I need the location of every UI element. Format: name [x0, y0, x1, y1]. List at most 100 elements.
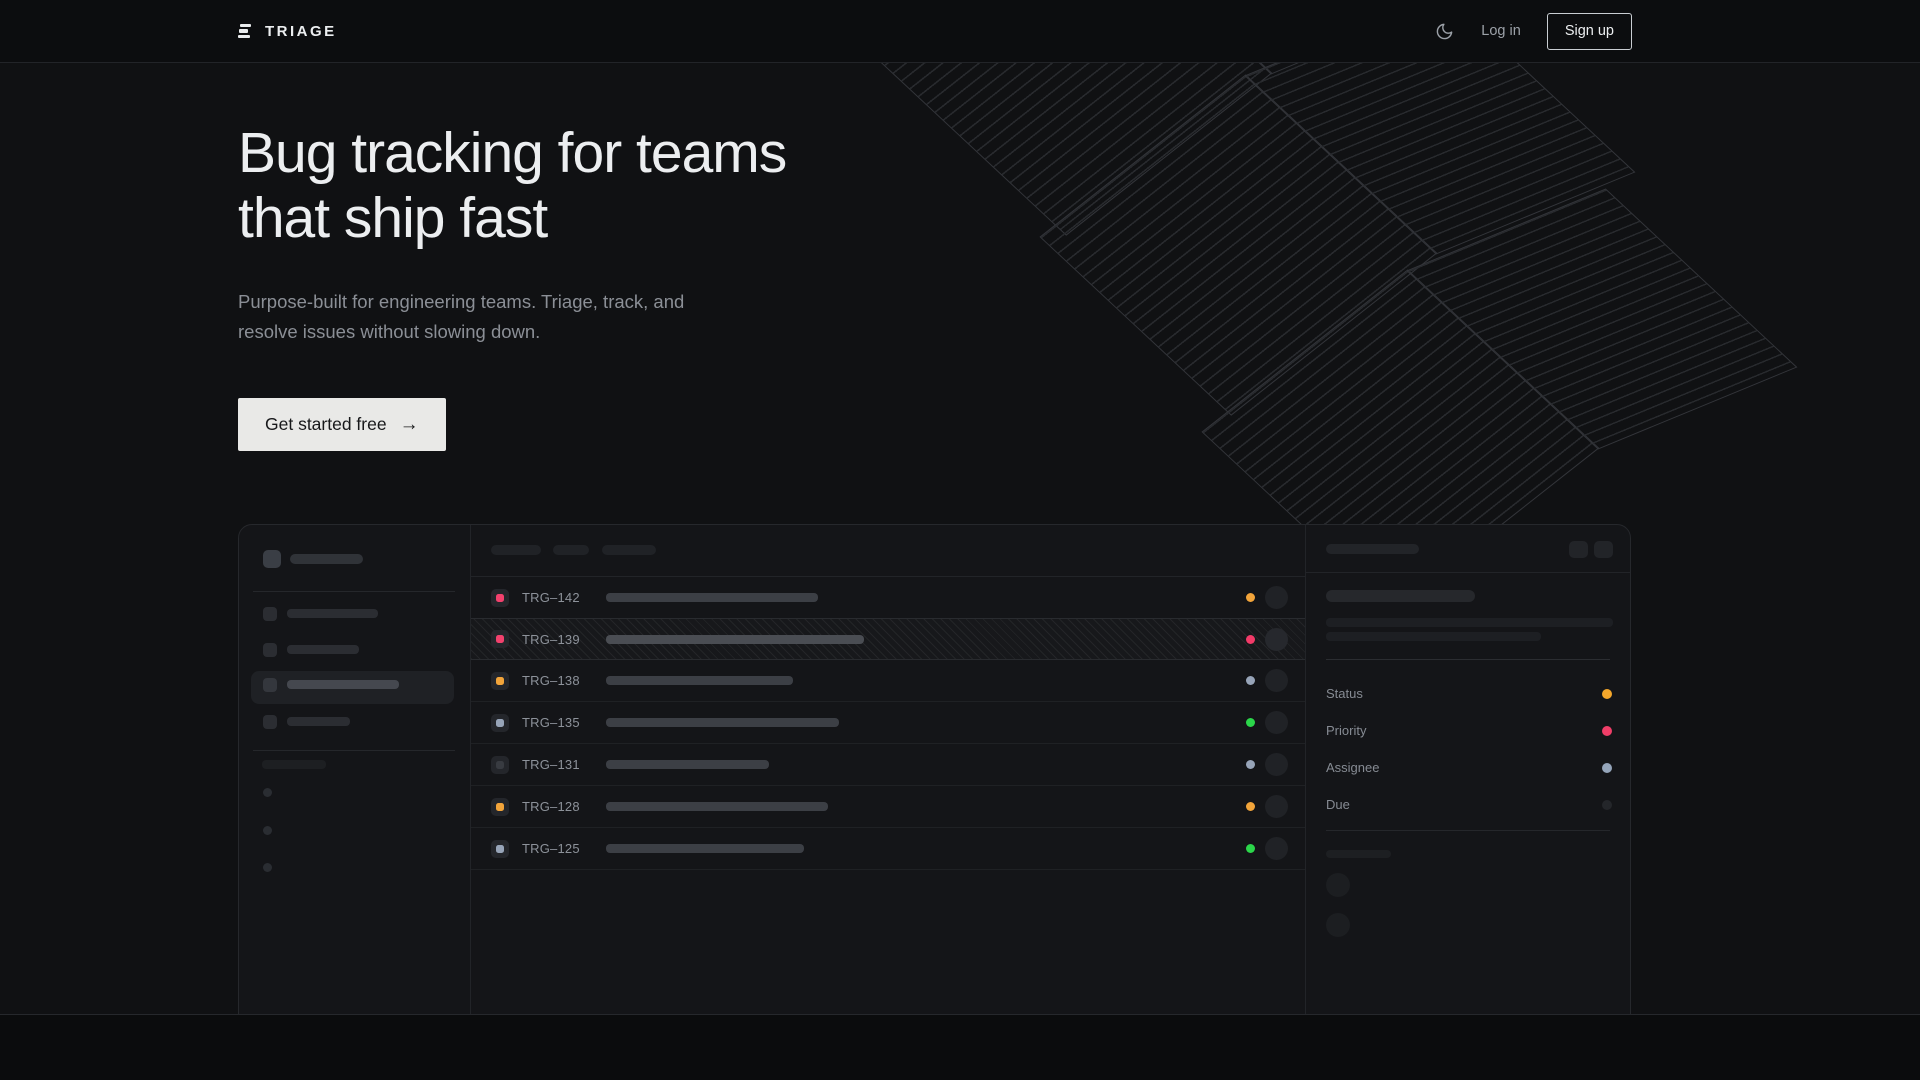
- detail-field-row: Due: [1326, 786, 1612, 823]
- workspace-name-skeleton: [290, 554, 363, 564]
- divider: [1306, 572, 1630, 573]
- hero-section: Bug tracking for teams that ship fast Pu…: [0, 63, 1920, 1014]
- issue-assignee-avatar: [1265, 753, 1288, 776]
- detail-field-value-dot: [1602, 799, 1612, 810]
- detail-field-row: Assignee: [1326, 749, 1612, 786]
- issue-description-skeleton: [1326, 632, 1541, 641]
- detail-field-label: Assignee: [1326, 760, 1380, 775]
- detail-action-button: [1569, 541, 1588, 558]
- detail-fields: Status Priority Assignee Due: [1326, 675, 1612, 823]
- issue-title-skeleton: [606, 676, 793, 685]
- sidebar-nav-skeleton: [287, 645, 359, 654]
- detail-field-row: Status: [1326, 675, 1612, 712]
- detail-field-label: Due: [1326, 797, 1350, 812]
- brand[interactable]: TRIAGE: [238, 23, 337, 40]
- detail-field-label: Status: [1326, 686, 1363, 701]
- issue-assignee-avatar: [1265, 669, 1288, 692]
- issue-list-header: [471, 525, 1305, 577]
- comment-avatar-placeholder: [1326, 913, 1350, 937]
- sidebar-section-label-skeleton: [262, 760, 326, 769]
- issue-id: TRG–142: [522, 590, 580, 605]
- issue-status-dot: [1246, 676, 1255, 685]
- detail-header-skeleton: [1326, 544, 1419, 554]
- divider: [253, 591, 455, 592]
- issue-title-skeleton: [606, 718, 839, 727]
- issue-status-dot: [1246, 844, 1255, 853]
- issue-status-dot: [1246, 718, 1255, 727]
- issue-row: TRG–142: [471, 577, 1305, 619]
- issue-list: TRG–142 TRG–139 TRG–138 TRG–135 TRG–131: [471, 577, 1305, 870]
- detail-field-value-dot: [1602, 688, 1612, 699]
- theme-toggle-button[interactable]: [1433, 20, 1455, 42]
- issue-assignee-avatar: [1265, 627, 1288, 651]
- hero-title-line1: Bug tracking for teams: [238, 121, 787, 185]
- header-nav: Log in Sign up: [1433, 12, 1632, 50]
- detail-field-label: Priority: [1326, 723, 1367, 738]
- workspace-avatar: [263, 550, 281, 568]
- app-mockup-card: TRG–142 TRG–139 TRG–138 TRG–135 TRG–131: [238, 524, 1631, 1014]
- issue-assignee-avatar: [1265, 795, 1288, 818]
- issue-assignee-avatar: [1265, 586, 1288, 609]
- issue-id: TRG–131: [522, 757, 580, 772]
- issue-description-skeleton: [1326, 618, 1613, 627]
- issue-type-icon: [491, 755, 509, 774]
- issue-row: TRG–138: [471, 660, 1305, 702]
- issue-row: TRG–125: [471, 828, 1305, 870]
- triage-bars-icon: [238, 23, 254, 39]
- detail-field-row: Priority: [1326, 712, 1612, 749]
- divider: [1326, 830, 1610, 831]
- issue-title-skeleton: [606, 593, 818, 602]
- brand-name: TRIAGE: [265, 22, 337, 40]
- detail-field-value-dot: [1602, 762, 1612, 773]
- hero-subtitle: Purpose-built for engineering teams. Tri…: [238, 291, 685, 342]
- sidebar-nav-icon: [263, 607, 277, 621]
- issue-status-dot: [1246, 760, 1255, 769]
- sidebar-nav-skeleton: [287, 717, 350, 726]
- signup-button[interactable]: Sign up: [1546, 12, 1632, 50]
- sidebar-project-dot: [263, 788, 272, 797]
- issue-status-dot: [1246, 802, 1255, 811]
- issue-type-icon: [491, 713, 509, 732]
- issue-assignee-avatar: [1265, 837, 1288, 860]
- issue-title-skeleton: [606, 760, 769, 769]
- comment-avatar-placeholder: [1326, 873, 1350, 897]
- issue-id: TRG–125: [522, 841, 580, 856]
- sidebar-nav-icon: [263, 715, 277, 729]
- sidebar-nav-skeleton: [287, 680, 399, 689]
- issue-id: TRG–138: [522, 673, 580, 688]
- issue-detail-panel: Status Priority Assignee Due: [1306, 525, 1630, 1014]
- issue-id: TRG–139: [522, 631, 580, 647]
- issue-type-icon: [491, 588, 509, 607]
- issue-title-skeleton: [606, 844, 804, 853]
- detail-field-value-dot: [1602, 725, 1612, 736]
- divider: [1326, 659, 1610, 660]
- sidebar-project-dot: [263, 826, 272, 835]
- sidebar-nav-icon: [263, 678, 277, 692]
- issue-type-icon: [491, 797, 509, 816]
- issue-status-dot: [1246, 634, 1255, 644]
- issue-id: TRG–128: [522, 799, 580, 814]
- divider: [253, 750, 455, 751]
- filter-pill-skeleton: [491, 545, 541, 555]
- get-started-label: Get started free: [265, 414, 387, 434]
- arrow-right-icon: →: [399, 414, 419, 435]
- issue-row: TRG–135: [471, 702, 1305, 744]
- get-started-button[interactable]: Get started free →: [238, 398, 446, 451]
- issue-id: TRG–135: [522, 715, 580, 730]
- issue-type-icon: [491, 630, 509, 648]
- detail-action-button: [1594, 541, 1613, 558]
- issue-title-skeleton: [606, 802, 828, 811]
- sidebar-nav-skeleton: [287, 609, 378, 618]
- issue-row: TRG–131: [471, 744, 1305, 786]
- issue-status-dot: [1246, 593, 1255, 602]
- issue-type-icon: [491, 671, 509, 690]
- issue-type-icon: [491, 839, 509, 858]
- mockup-sidebar: [239, 525, 471, 1014]
- login-link[interactable]: Log in: [1481, 23, 1521, 39]
- issue-title-skeleton: [606, 634, 864, 644]
- issue-assignee-avatar: [1265, 711, 1288, 734]
- sidebar-nav-icon: [263, 643, 277, 657]
- hero-title: Bug tracking for teams that ship fast: [238, 121, 787, 251]
- site-header: TRIAGE Log in Sign up: [0, 0, 1920, 63]
- moon-icon: [1436, 23, 1453, 39]
